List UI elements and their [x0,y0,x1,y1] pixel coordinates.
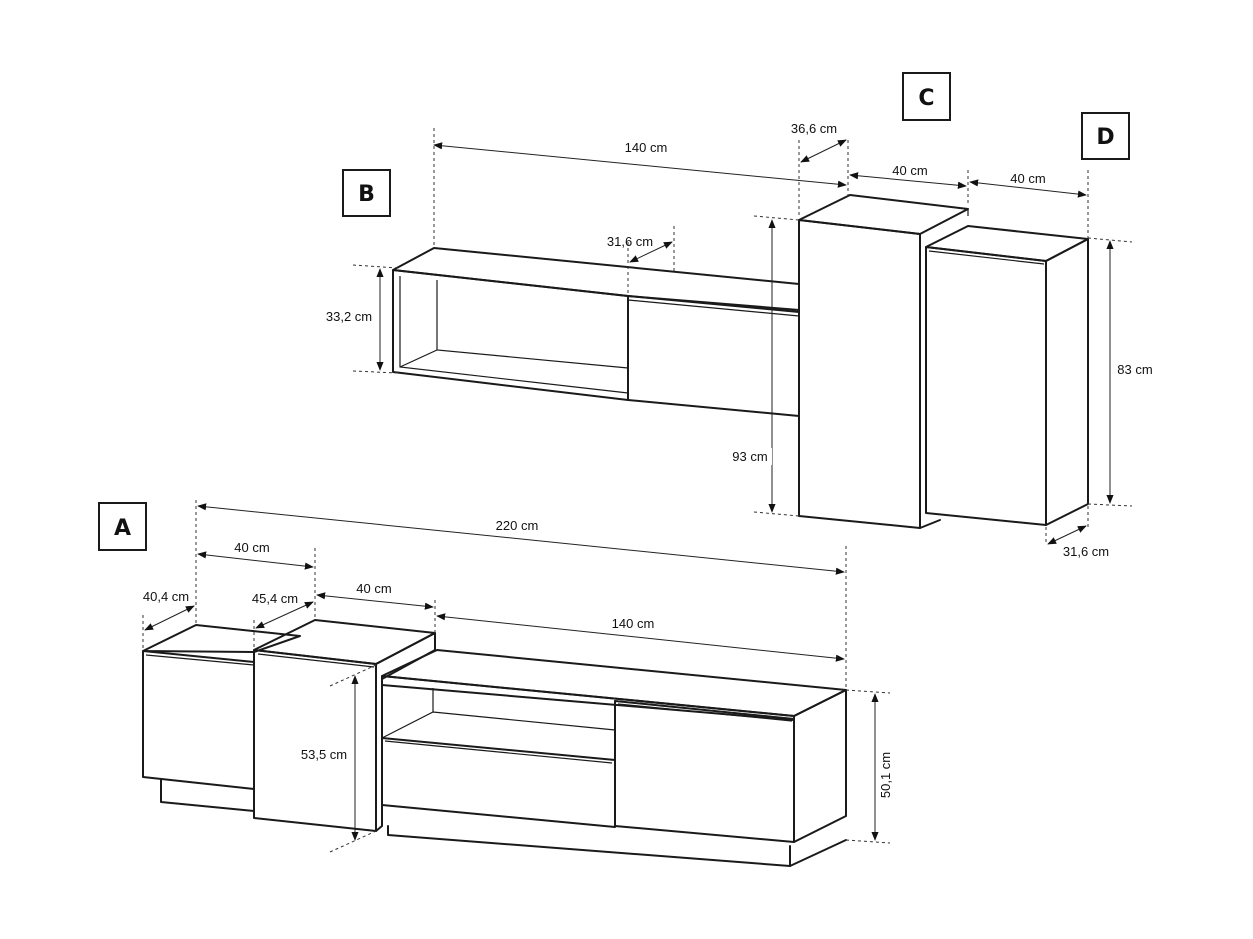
label-a-left-depth: 40,4 cm [143,589,189,604]
label-a-tv-height: 50,1 cm [878,752,893,798]
label-d-height: 83 cm [1117,362,1152,377]
badge-d: D [1081,112,1130,160]
label-d-depth: 31,6 cm [1063,544,1109,559]
label-a-left-width: 40 cm [234,540,269,555]
label-a-mid-width: 40 cm [356,581,391,596]
label-b-height: 33,2 cm [326,309,372,324]
badge-d-label: D [1096,125,1114,150]
module-c-cabinet [798,194,969,529]
label-b-depth: 31,6 cm [607,234,653,249]
badge-a: A [98,502,147,551]
module-a-drawer [381,737,616,828]
dimension-labels: 140 cm 36,6 cm 40 cm 40 cm 31,6 cm 33,2 … [143,121,1153,798]
badge-b-label: B [358,182,375,207]
badge-b: B [342,169,391,217]
label-d-width: 40 cm [1010,171,1045,186]
label-b-width: 140 cm [625,140,668,155]
module-a-mid-cabinet [253,619,436,832]
module-d-cabinet [925,225,1089,526]
badge-c-label: C [918,86,934,111]
label-c-height: 93 cm [732,449,767,464]
badge-a-label: A [114,516,131,541]
label-a-mid-depth: 45,4 cm [252,591,298,606]
module-a-tv-unit [381,649,847,867]
badge-c: C [902,72,951,121]
label-c-width: 40 cm [892,163,927,178]
label-a-mid-height: 53,5 cm [301,747,347,762]
module-a-door [614,700,795,843]
label-a-tv-width: 140 cm [612,616,655,631]
dimension-lines [144,139,1114,841]
label-a-total-width: 220 cm [496,518,539,533]
module-b-shelf [392,247,800,417]
label-c-depth: 36,6 cm [791,121,837,136]
